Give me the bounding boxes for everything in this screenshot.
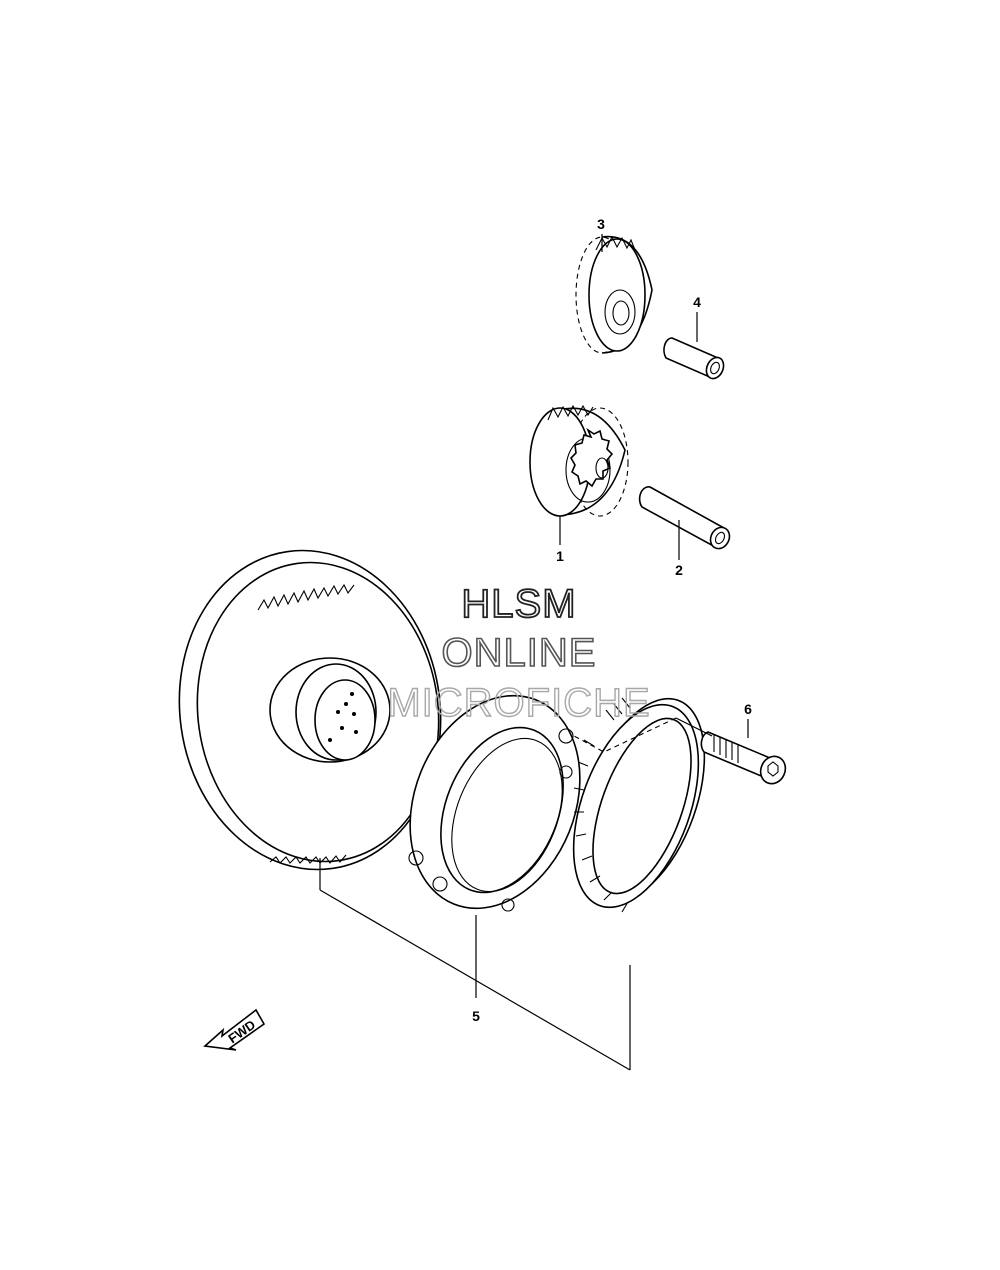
pin-4[interactable] — [663, 337, 727, 381]
bolt-hole-alignment-line — [573, 717, 677, 753]
clutch-body[interactable] — [380, 670, 611, 934]
watermark-line-3: MICROFICHE — [387, 681, 650, 725]
fwd-direction-arrow: FWD — [203, 1008, 266, 1051]
set-bracket-5 — [319, 858, 631, 1071]
bolt-6[interactable] — [700, 731, 789, 788]
shaft-2[interactable] — [638, 486, 734, 552]
watermark-line-2: ONLINE — [442, 631, 597, 675]
callout-6: 6 — [744, 701, 752, 717]
callout-1: 1 — [556, 548, 564, 564]
callout-2: 2 — [675, 562, 683, 578]
bolt-alignment-segment — [675, 717, 713, 737]
callout-4: 4 — [693, 294, 701, 310]
watermark: HLSM ONLINE MICROFICHE — [387, 581, 651, 726]
starter-driven-gear[interactable] — [159, 533, 461, 886]
callout-5: 5 — [472, 1008, 480, 1024]
watermark-line-1: HLSM — [461, 582, 576, 626]
callout-3: 3 — [597, 216, 605, 232]
double-gear-1[interactable] — [529, 404, 629, 517]
idler-gear-3[interactable] — [575, 235, 653, 354]
